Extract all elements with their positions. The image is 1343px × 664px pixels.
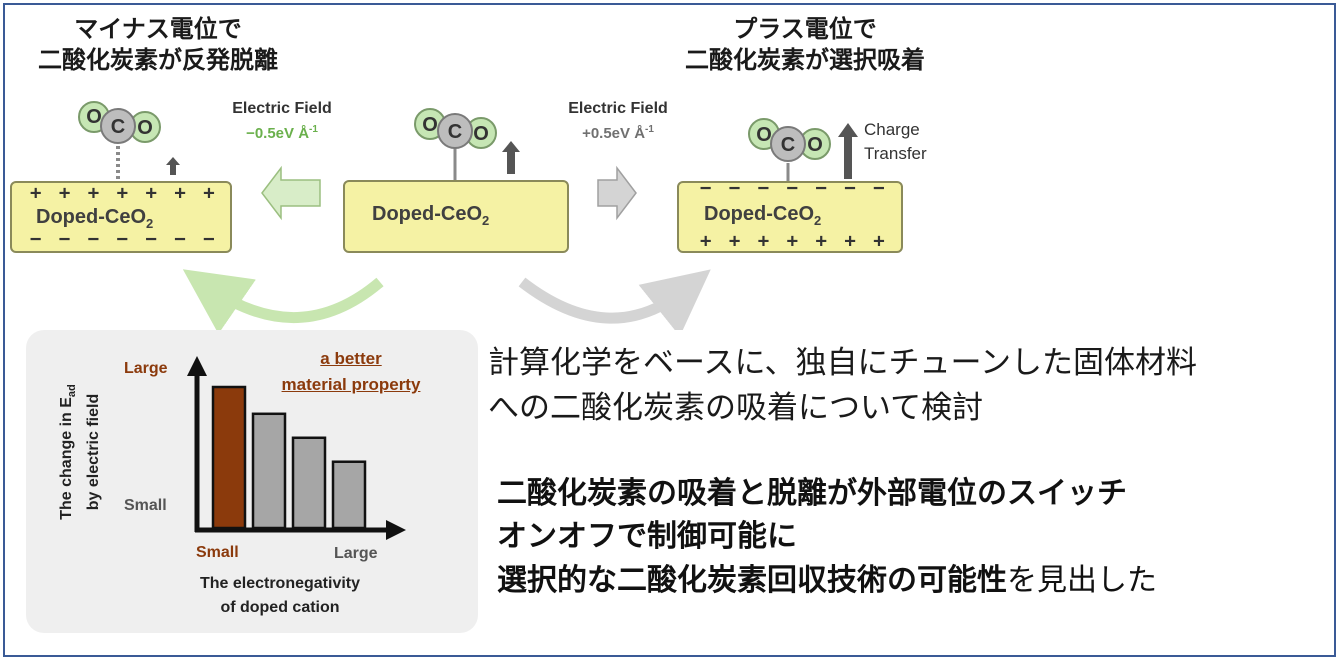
bar-3: [291, 436, 327, 530]
inset-annotation-line1: a better: [320, 349, 382, 368]
field-left-value-text: −0.5eV Å: [246, 125, 310, 142]
bar-4: [331, 460, 367, 530]
figure-frame: [3, 3, 1336, 657]
left-c-atom: [100, 108, 136, 144]
center-o-label-2: O: [473, 123, 489, 145]
inset-xlabel-line1: The electronegativity: [199, 575, 361, 592]
bold-line3-strong: 選択的な二酸化炭素回収技術の可能性: [497, 563, 1007, 598]
inset-x-axis-arrowhead: [386, 520, 406, 540]
left-up-arrow-shaft: [170, 165, 176, 175]
bold-line3-tail: を見出した: [1007, 563, 1157, 598]
center-c-atom: [437, 113, 473, 149]
left-c-label: C: [111, 116, 125, 138]
field-right-value-sup: -1: [645, 124, 654, 135]
inset-x-high: Large: [334, 545, 378, 562]
right-o-label-2: O: [807, 134, 823, 156]
inset-annotation-line2: material property: [281, 375, 421, 394]
field-arrow-left: [261, 165, 321, 221]
field-left-title: Electric Field: [232, 100, 332, 117]
field-left-value-sup: -1: [309, 124, 318, 135]
body-line2: への二酸化炭素の吸着について検討: [488, 390, 984, 426]
charge-transfer-line2: Transfer: [864, 144, 927, 163]
center-slab-label-text: Doped-CeO: [372, 203, 482, 225]
center-slab: [343, 180, 569, 253]
curved-arrow-right: [518, 269, 711, 330]
center-c-label: C: [448, 121, 462, 143]
body-line1: 計算化学をベースに、独自にチューンした固体材料: [488, 345, 1197, 381]
inset-xlabel-line2: of doped cation: [220, 599, 340, 616]
field-right-title: Electric Field: [568, 100, 668, 117]
inset-xlabel: The electronegativity of doped cation: [180, 572, 380, 620]
center-o-label-1: O: [422, 114, 438, 136]
field-right-value-text: +0.5eV Å: [582, 125, 646, 142]
inset-x-low: Small: [196, 544, 239, 561]
left-title-line2: 二酸化炭素が反発脱離: [38, 46, 278, 74]
center-slab-label: Doped-CeO2: [372, 203, 489, 228]
bold-line2: オンオフで制御可能に: [497, 519, 797, 554]
field-arrow-right: [597, 165, 637, 221]
left-up-arrow-head: [166, 157, 180, 165]
left-slab-label: Doped-CeO2: [36, 206, 153, 231]
bar-2: [251, 412, 287, 530]
left-slab-label-sub: 2: [146, 216, 154, 231]
right-slab-label-sub: 2: [814, 213, 822, 228]
charge-transfer-line1: Charge: [864, 120, 920, 139]
right-up-arrow-shaft: [844, 137, 852, 179]
inset-y-low: Small: [124, 497, 167, 514]
bold-line3: 選択的な二酸化炭素回収技術の可能性を見出した: [497, 560, 1157, 601]
left-title-line1: マイナス電位で: [74, 15, 242, 43]
left-slab-label-text: Doped-CeO: [36, 206, 146, 228]
right-top-charges: − − − − − − −: [700, 177, 888, 199]
adsorption-diagram: O C O O C O O C O: [78, 101, 858, 330]
field-left-label: Electric Field −0.5eV Å-1: [212, 100, 352, 142]
right-title-line2: 二酸化炭素が選択吸着: [685, 46, 925, 74]
field-left-value: −0.5eV Å-1: [212, 124, 352, 142]
right-o-label-1: O: [756, 124, 772, 146]
bold-line1: 二酸化炭素の吸着と脱離が外部電位のスイッチ: [497, 476, 1127, 511]
right-bottom-charges: + + + + + + +: [700, 230, 888, 252]
center-up-arrow-head: [502, 141, 520, 152]
right-c-atom: [770, 126, 806, 162]
bar-1: [211, 385, 247, 530]
inset-y-high: Large: [124, 360, 168, 377]
left-o-label-2: O: [137, 117, 153, 139]
left-title: マイナス電位で 二酸化炭素が反発脱離: [8, 14, 308, 76]
field-right-label: Electric Field +0.5eV Å-1: [548, 100, 688, 142]
field-right-value: +0.5eV Å-1: [548, 124, 688, 142]
center-up-arrow-shaft: [507, 152, 515, 174]
right-slab-label-text: Doped-CeO: [704, 203, 814, 225]
right-title: プラス電位で 二酸化炭素が選択吸着: [655, 14, 955, 76]
right-c-label: C: [781, 134, 795, 156]
left-o-label-1: O: [86, 106, 102, 128]
right-slab: [677, 181, 903, 253]
left-bottom-charges: − − − − − − −: [30, 228, 218, 250]
inset-annotation: a better material property: [262, 346, 440, 398]
charge-transfer-label: Charge Transfer: [864, 118, 927, 166]
left-slab: [10, 181, 232, 253]
center-slab-label-sub: 2: [482, 213, 490, 228]
right-slab-label: Doped-CeO2: [704, 203, 821, 228]
inset-y-axis-arrowhead: [187, 356, 207, 376]
left-top-charges: + + + + + + +: [30, 182, 218, 204]
right-up-arrow-head: [838, 123, 858, 137]
curved-arrow-left: [182, 269, 384, 330]
right-title-line1: プラス電位で: [733, 15, 877, 43]
